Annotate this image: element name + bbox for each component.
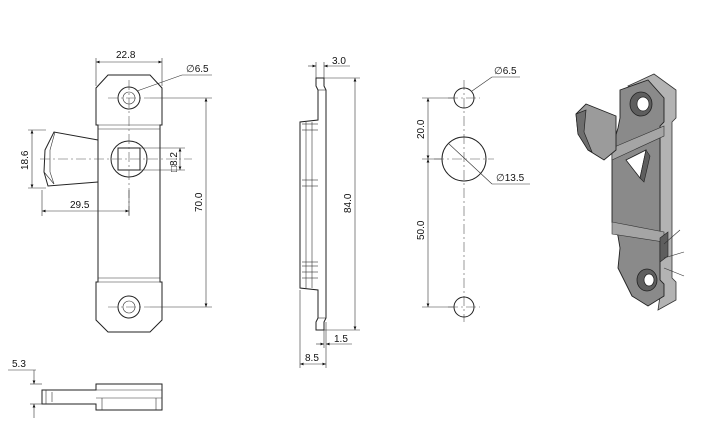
dim-spacing-b-text: 50.0	[416, 220, 427, 240]
dim-pitch-text: 70.0	[194, 192, 205, 212]
front-plate-outline	[95, 74, 163, 333]
hole-pattern-view	[434, 80, 494, 322]
dim-hole-text: ∅6.5	[186, 64, 209, 75]
dim-length-text: 84.0	[343, 193, 354, 213]
dim-width-text: 22.8	[116, 50, 136, 61]
dim-lever-height-text: 18.6	[20, 150, 31, 170]
dim-pattern-small-text: ∅6.5	[494, 66, 517, 77]
front-view-dimensions: 22.8 ∅6.5 18.6 □8.2 29.5 70.0	[20, 50, 212, 308]
dim-offset-text: 29.5	[70, 200, 90, 211]
bottom-view-dimensions: 5.3	[8, 359, 42, 418]
front-view	[40, 74, 192, 333]
dim-spacing-a-text: 20.0	[416, 119, 427, 139]
side-plate-outline	[299, 77, 327, 331]
dim-thickness-text: 5.3	[12, 359, 26, 370]
bottom-view-outline	[41, 383, 163, 411]
dim-bottom-b-text: 1.5	[334, 334, 348, 345]
dim-top-text: 3.0	[332, 56, 346, 67]
side-view	[299, 77, 327, 331]
bottom-view	[41, 383, 163, 411]
dim-pattern-large-text: ∅13.5	[496, 173, 525, 184]
dim-square-text: □8.2	[169, 152, 180, 172]
isometric-view	[575, 73, 685, 311]
hole-pattern-dimensions: ∅6.5 ∅13.5 20.0 50.0	[416, 66, 530, 308]
latch-lever	[43, 131, 99, 187]
dim-bottom-a-text: 8.5	[305, 353, 319, 364]
side-view-dimensions: 3.0 84.0 8.5 1.5	[299, 56, 360, 368]
